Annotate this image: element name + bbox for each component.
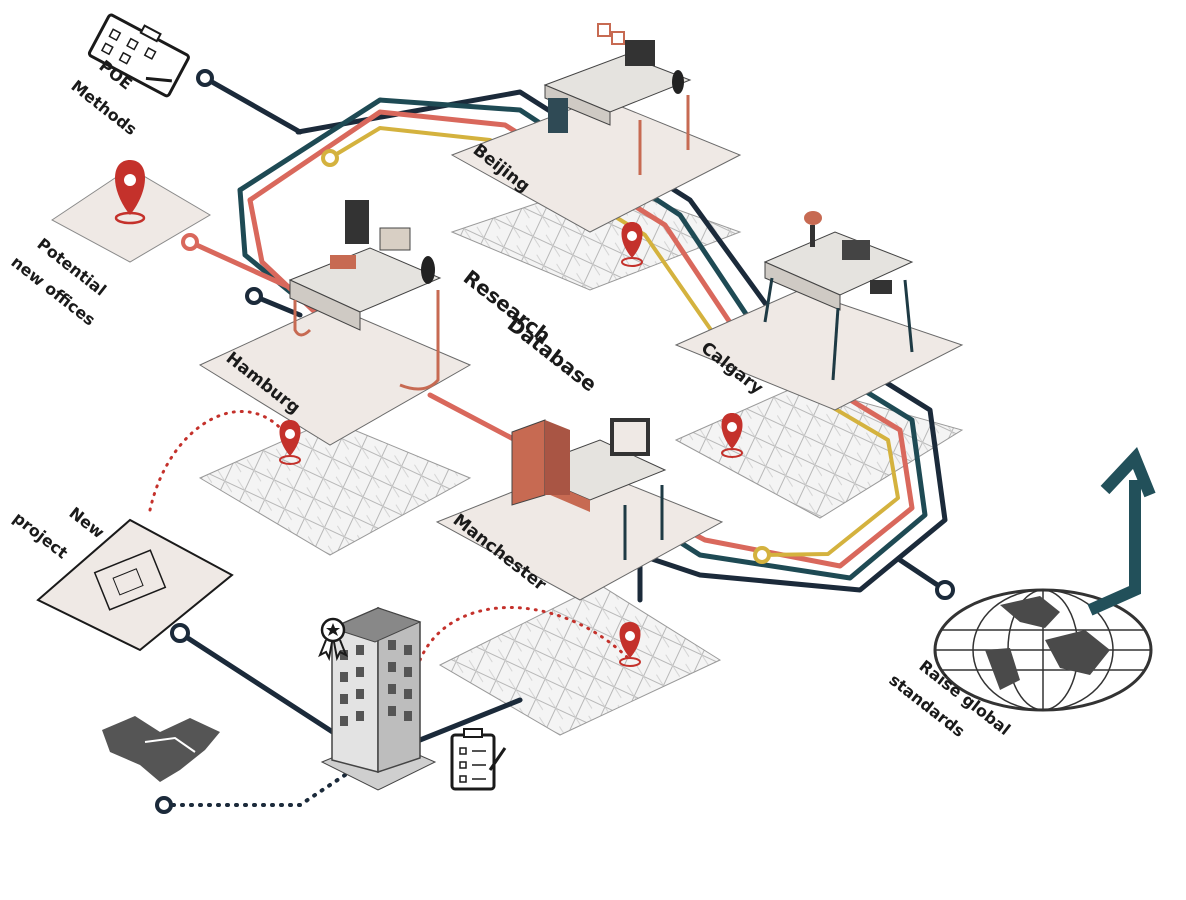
svg-text:New: New (66, 503, 109, 542)
node-potential (181, 233, 199, 251)
svg-text:project: project (10, 508, 72, 562)
link-dotted-hamburg (148, 410, 292, 512)
label-potential-offices: Potential new offices (8, 234, 110, 329)
map-tile-calgary (674, 384, 964, 519)
desk-calgary (763, 211, 914, 381)
node-mustard (321, 149, 339, 167)
node-handshake (155, 796, 173, 814)
award-icon (318, 617, 348, 662)
potential-office-tile (51, 160, 211, 263)
link-potential-offices (187, 239, 303, 295)
desk-hamburg (288, 200, 442, 391)
location-pin-icon (621, 222, 643, 267)
location-pin-icon (721, 413, 743, 458)
location-pin-icon (619, 622, 641, 667)
node-global (935, 580, 955, 600)
link-dotted-manchester (418, 606, 632, 662)
link-new-project (177, 630, 348, 743)
desk-manchester (511, 418, 667, 560)
desk-beijing (543, 23, 692, 175)
map-tile-manchester (438, 584, 722, 736)
node-hamburg-left (245, 287, 263, 305)
clipboard-icon (450, 728, 507, 791)
panel-beijing: Beijing (450, 23, 742, 233)
checklist-board-icon (87, 13, 190, 98)
location-pin-icon (279, 420, 301, 465)
globe-icon (933, 588, 1153, 712)
panel-hamburg: Hamburg (198, 200, 472, 446)
blueprint-icon (36, 518, 234, 652)
location-pin-icon (114, 160, 146, 225)
handshake-icon (102, 716, 220, 782)
node-calgary-mustard (753, 546, 771, 564)
node-poe (196, 69, 214, 87)
node-new-project (170, 623, 190, 643)
link-building-manchester (417, 697, 523, 743)
svg-text:Database: Database (503, 312, 602, 396)
panel-manchester: Manchester (435, 418, 724, 601)
link-poe (202, 75, 303, 135)
link-dotted-handshake (162, 773, 347, 807)
up-arrow-icon (1087, 447, 1156, 616)
